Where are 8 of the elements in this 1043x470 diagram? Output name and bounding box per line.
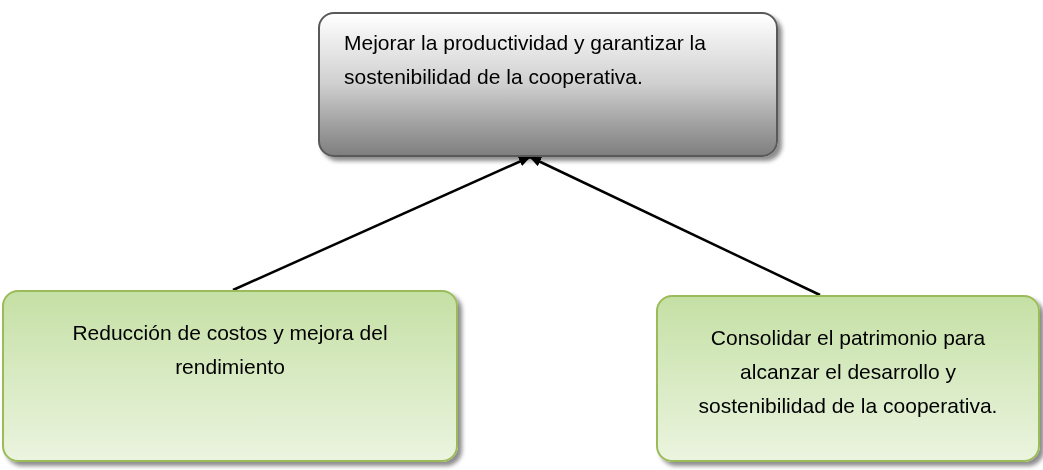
rounded-box — [318, 12, 778, 157]
rounded-box — [656, 295, 1040, 462]
arrow — [529, 155, 821, 297]
box-text: Consolidar el patrimonio para alcanzar el desarrollo y sostenibilidad de la cooperativa. — [697, 325, 999, 419]
box-text: Mejorar la productividad y garantizar la sostenibilidad de la cooperativa. — [344, 30, 707, 90]
box-text: Reducción de costos y mejora del rendimiento — [71, 320, 389, 380]
arrow — [232, 155, 531, 292]
rounded-box — [2, 290, 458, 462]
